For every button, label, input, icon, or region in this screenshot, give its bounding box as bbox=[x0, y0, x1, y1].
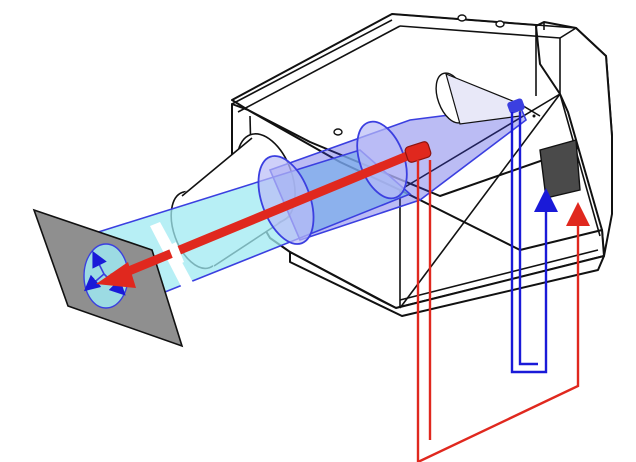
screw-top-left bbox=[333, 128, 343, 136]
blue-signal-path bbox=[510, 112, 558, 374]
housing-bottom-lip bbox=[289, 251, 605, 317]
lens-element-1 bbox=[257, 155, 315, 245]
housing-mark bbox=[532, 114, 536, 118]
screw-top-far bbox=[495, 20, 505, 28]
optical-beam bbox=[90, 72, 527, 308]
red-signal-path bbox=[416, 160, 590, 462]
housing-end-face bbox=[535, 21, 613, 257]
receiver-element bbox=[507, 98, 525, 114]
housing-screws bbox=[333, 14, 505, 136]
blue-signal-inner bbox=[518, 112, 538, 366]
lens-element-2 bbox=[356, 120, 408, 200]
screw-top-right bbox=[457, 14, 467, 22]
laser-gap bbox=[168, 242, 184, 266]
laser-source bbox=[404, 141, 432, 163]
laser-source-body bbox=[404, 141, 432, 163]
signal-lines bbox=[416, 112, 590, 462]
laser-arrowhead bbox=[96, 262, 136, 288]
laser-beam bbox=[110, 149, 414, 283]
detector-sensor bbox=[539, 139, 581, 199]
